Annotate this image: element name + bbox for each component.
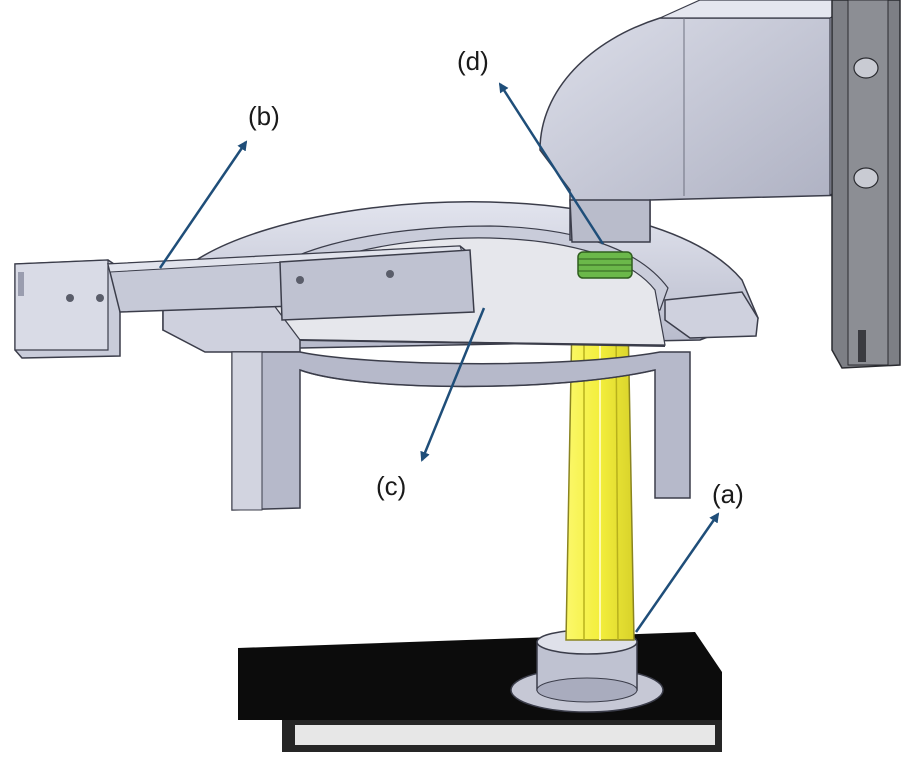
label-b: (b)	[248, 101, 280, 131]
green-part	[577, 251, 633, 279]
print-head	[539, 0, 882, 243]
arrow-a	[634, 512, 720, 633]
pedestal	[510, 629, 664, 713]
arrow-c	[420, 307, 486, 462]
label-d: (d)	[457, 46, 489, 76]
yellow-column	[565, 299, 635, 641]
label-a: (a)	[712, 479, 744, 509]
label-c: (c)	[376, 471, 406, 501]
vertical-rail	[831, 0, 901, 369]
arrow-d	[498, 82, 605, 245]
annotation-arrows	[158, 82, 720, 633]
arrow-b	[158, 140, 248, 269]
wiper-arm	[14, 245, 475, 359]
